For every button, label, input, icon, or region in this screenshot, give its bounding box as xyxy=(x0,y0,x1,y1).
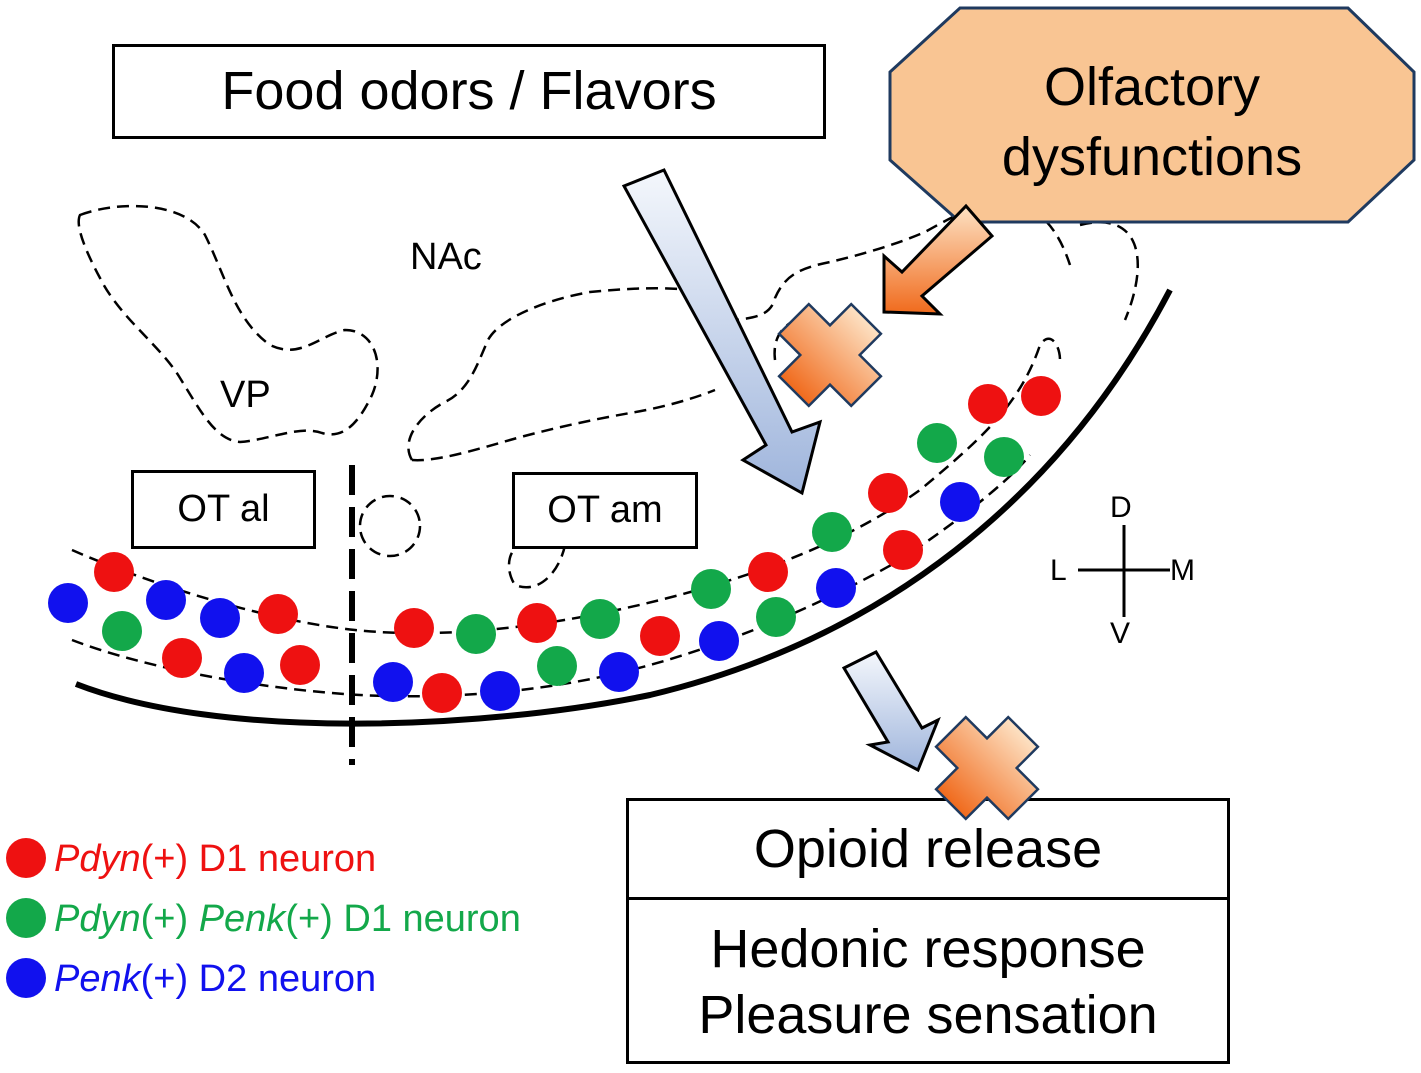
ot-upper-boundary-right xyxy=(1079,221,1139,321)
green-dot-icon xyxy=(6,897,46,938)
penk-d2-neuron xyxy=(146,580,186,620)
red-dot-icon xyxy=(6,837,46,878)
vp-label: VP xyxy=(220,374,271,416)
compass-ventral-label: V xyxy=(1110,617,1131,650)
pdyn-d1-neuron xyxy=(968,384,1008,424)
small-round-structure-lower xyxy=(507,543,567,589)
pdyn-d1-neuron xyxy=(517,603,557,643)
ot-al-box: OT al xyxy=(131,470,316,549)
legend-item-pdyn-d1: Pdyn(+) D1 neuron xyxy=(6,834,521,894)
pdyn-d1-neuron xyxy=(748,552,788,592)
hedonic-response-label: Hedonic response xyxy=(710,919,1146,979)
pdyn-d1-neuron xyxy=(1021,376,1061,416)
olfactory-label-line2: dysfunctions xyxy=(1001,127,1303,187)
penk-d2-neuron xyxy=(816,568,856,608)
pdyn-d1-neuron xyxy=(258,594,298,634)
vp-outline xyxy=(77,204,379,444)
pdyn-d1-neuron xyxy=(868,473,908,513)
pdyn-penk-d1-neuron xyxy=(917,423,957,463)
olfactory-dysfunction-label: Olfactory dysfunctions xyxy=(888,52,1416,192)
food-odors-box: Food odors / Flavors xyxy=(112,44,826,139)
pdyn-penk-d1-neuron xyxy=(456,614,496,654)
compass-lateral-label: L xyxy=(1050,554,1067,587)
legend-desc-part: (+) xyxy=(140,898,199,940)
compass-medial-label: M xyxy=(1170,554,1195,587)
legend-gene-pdyn: Pdyn xyxy=(54,898,141,940)
pleasure-sensation-label: Pleasure sensation xyxy=(698,985,1158,1045)
outcome-effects: Hedonic response Pleasure sensation xyxy=(629,900,1227,1048)
outcome-box: Opioid release Hedonic response Pleasure… xyxy=(626,798,1230,1064)
pdyn-penk-d1-neuron xyxy=(102,611,142,651)
legend-gene-penk: Penk xyxy=(198,898,286,940)
ot-am-box: OT am xyxy=(512,472,698,549)
penk-d2-neuron xyxy=(373,662,413,702)
nac-label: NAc xyxy=(410,236,482,278)
legend-gene-pdyn: Pdyn xyxy=(54,838,141,880)
pdyn-d1-neuron xyxy=(422,673,462,713)
penk-d2-neuron xyxy=(480,671,520,711)
legend-desc: (+) D2 neuron xyxy=(140,958,377,1000)
blue-dot-icon xyxy=(6,957,46,998)
pdyn-penk-d1-neuron xyxy=(756,597,796,637)
pdyn-d1-neuron xyxy=(94,552,134,592)
pdyn-d1-neuron xyxy=(640,616,680,656)
food-odors-label: Food odors / Flavors xyxy=(221,61,717,121)
pdyn-penk-d1-neuron xyxy=(984,437,1024,477)
nac-region-outline-lower xyxy=(411,388,716,462)
legend-desc: (+) D1 neuron xyxy=(285,898,521,940)
legend-item-pdyn-penk-d1: Pdyn(+) Penk(+) D1 neuron xyxy=(6,894,521,954)
ot-ventral-surface xyxy=(74,288,1173,727)
pdyn-penk-d1-neuron xyxy=(812,512,852,552)
penk-d2-neuron xyxy=(599,652,639,692)
compass-dorsal-label: D xyxy=(1110,491,1132,524)
pdyn-d1-neuron xyxy=(162,638,202,678)
olfactory-label-line1: Olfactory xyxy=(1043,57,1261,117)
small-round-structure xyxy=(358,494,422,558)
pdyn-penk-d1-neuron xyxy=(691,569,731,609)
penk-d2-neuron xyxy=(224,653,264,693)
legend: Pdyn(+) D1 neuron Pdyn(+) Penk(+) D1 neu… xyxy=(6,834,521,1014)
blocked-input-cross-icon xyxy=(777,302,883,408)
pdyn-penk-d1-neuron xyxy=(537,646,577,686)
penk-d2-neuron xyxy=(200,598,240,638)
pdyn-d1-neuron xyxy=(883,530,923,570)
neuron-cells xyxy=(48,376,1061,713)
dysfunction-arrow-icon xyxy=(882,203,995,316)
output-arrow-icon xyxy=(841,650,941,773)
legend-gene-penk: Penk xyxy=(54,958,141,1000)
penk-d2-neuron xyxy=(940,482,980,522)
legend-desc: (+) D1 neuron xyxy=(140,838,377,880)
legend-item-penk-d2: Penk(+) D2 neuron xyxy=(6,954,521,1014)
pdyn-d1-neuron xyxy=(280,645,320,685)
opioid-release-label: Opioid release xyxy=(629,801,1227,900)
ot-al-label: OT al xyxy=(177,488,270,530)
penk-d2-neuron xyxy=(48,583,88,623)
olfactory-dysfunction-octagon xyxy=(888,6,1416,224)
food-odor-input-arrow-icon xyxy=(621,168,823,496)
penk-d2-neuron xyxy=(699,621,739,661)
compass-icon xyxy=(1078,525,1170,617)
ot-am-label: OT am xyxy=(547,489,663,531)
pdyn-d1-neuron xyxy=(394,608,434,648)
pdyn-penk-d1-neuron xyxy=(580,599,620,639)
